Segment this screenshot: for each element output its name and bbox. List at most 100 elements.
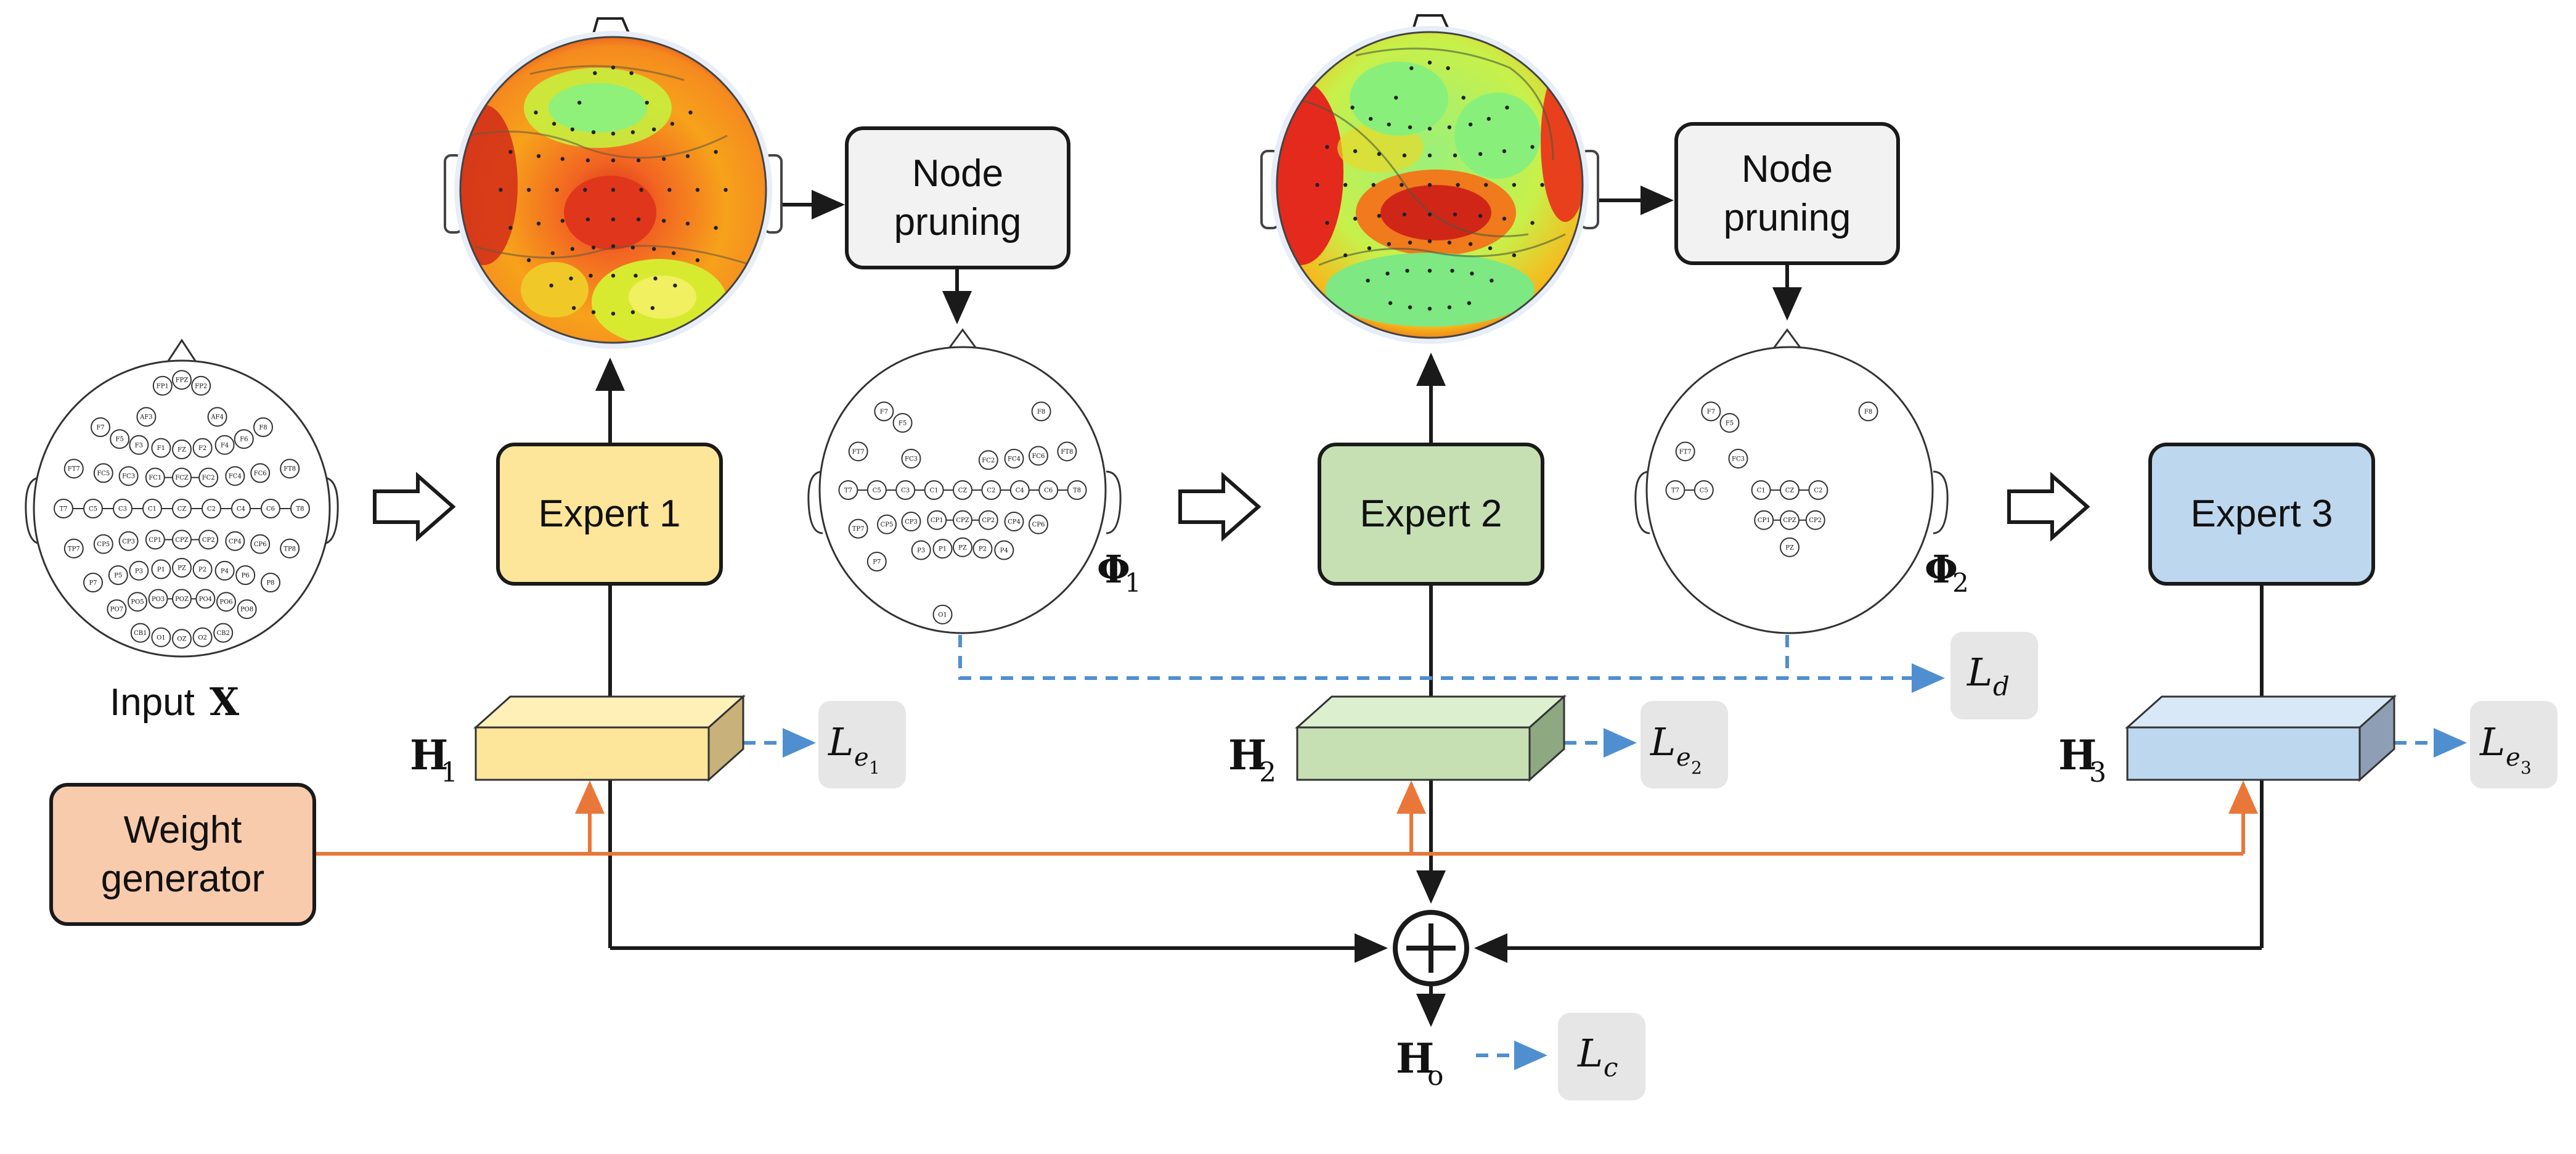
electrode-label: CPZ [1783, 517, 1796, 524]
electrode-node [93, 463, 113, 483]
electrode-label: F5 [1726, 420, 1734, 427]
electrode-node [231, 499, 251, 518]
electrode-node [63, 538, 84, 559]
sensor-dot [1408, 125, 1412, 129]
phi2-symbol: Φ [1925, 547, 1958, 592]
sensor-dot [1461, 96, 1465, 100]
electrode-label: F7 [1707, 409, 1715, 415]
electrode-label: C1 [1757, 488, 1766, 494]
sensor-dot [670, 121, 675, 126]
electrode-node [198, 467, 219, 488]
electrode-node [1780, 480, 1800, 500]
sensor-dot [611, 65, 616, 70]
h3-block [2125, 694, 2397, 782]
electrode-label: P2 [979, 546, 987, 553]
sensor-dot [1453, 153, 1457, 158]
electrode-label: PO8 [240, 607, 253, 613]
sensor-dot [1353, 149, 1358, 153]
sensor-dot [1468, 242, 1473, 247]
le3-symbol: L [2479, 719, 2505, 764]
sensor-dot [577, 100, 582, 105]
h3-block-top [2125, 695, 2397, 729]
electrode-node [192, 627, 213, 647]
heatmap-1 [444, 17, 783, 349]
electrode-label: P8 [266, 580, 274, 587]
sensor-dot [583, 187, 587, 192]
electrode-node [172, 370, 192, 390]
h3-symbol: H [2058, 731, 2097, 779]
electrode-label: C4 [1016, 488, 1024, 494]
electrode-node [1808, 480, 1828, 500]
electrode-label: FT8 [283, 466, 296, 473]
sensor-dot [1343, 182, 1348, 187]
electrode-label: C6 [1044, 488, 1053, 494]
electrode-label: CP2 [1809, 517, 1822, 524]
sensor-dot [1486, 117, 1491, 121]
sensor-dot [685, 154, 690, 158]
sensor-dot [1325, 221, 1329, 225]
wires [316, 186, 2467, 1070]
sensor-dot [1368, 117, 1373, 121]
electrode-label: CPZ [956, 517, 969, 524]
loss-box-lc [1558, 1013, 1645, 1100]
sensor-dot [661, 157, 666, 162]
electrode-node [1031, 401, 1051, 422]
h1-symbol: H [410, 731, 448, 779]
electrode-node [953, 537, 972, 557]
electrode-label: TP8 [283, 546, 296, 552]
pruned-head2-ear-right [1933, 470, 1949, 534]
sensor-dot [1530, 221, 1535, 225]
electrode-label: F4 [221, 442, 229, 449]
phi2-sub: 2 [1952, 568, 1969, 598]
electrode-label: F5 [116, 436, 124, 443]
sensor-dot [1427, 153, 1432, 158]
h2-block-top [1295, 695, 1567, 729]
electrode-label: FC3 [122, 473, 135, 480]
sensor-dot [550, 251, 555, 255]
sensor-dot [1385, 271, 1390, 276]
electrode-label: P7 [89, 580, 97, 587]
ho-symbol: H [1396, 1034, 1434, 1082]
electrode-label: FC6 [1032, 453, 1045, 460]
electrode-label: FZ [177, 447, 186, 454]
sensor-dot [571, 306, 576, 310]
electrode-node [148, 589, 168, 609]
electrode-label: FC1 [149, 475, 161, 481]
sensor-dot [1377, 213, 1382, 218]
electrode-node [107, 599, 127, 620]
electrode-label: PO4 [199, 596, 212, 603]
electrode-node [972, 539, 993, 559]
sensor-dot [611, 131, 616, 136]
ld-sub: d [1993, 671, 2010, 702]
electrode-node [128, 592, 147, 612]
sensor-dot [1427, 182, 1432, 187]
sensor-dot [1343, 253, 1348, 258]
sensor-dot [645, 100, 649, 105]
sensor-dot [536, 221, 541, 226]
pruned-head1-nose [948, 328, 977, 349]
electrode-node [994, 540, 1014, 560]
electrode-label: O1 [938, 612, 947, 618]
sensor-dot [714, 150, 718, 154]
sensor-dot [688, 110, 693, 115]
electrode-label: C1 [148, 506, 157, 513]
le2-subsub: 2 [1691, 758, 1702, 778]
sum-node [1393, 910, 1469, 986]
electrode-label: F8 [259, 425, 267, 432]
electrode-node [1751, 480, 1771, 500]
electrode-node [152, 375, 173, 396]
sensor-dot [1371, 182, 1376, 187]
electrode-node [216, 592, 236, 612]
electrode-node [235, 565, 256, 585]
sensor-dot [1402, 153, 1407, 158]
electrode-label: C4 [237, 506, 245, 513]
sensor-dot [611, 273, 616, 278]
electrode-node [1858, 401, 1878, 422]
weight-generator-box: Weight generator [49, 783, 316, 926]
electrode-node [191, 375, 211, 396]
ld-symbol: L [1967, 650, 1992, 695]
node-pruning-2-label: Node pruning [1724, 145, 1851, 243]
